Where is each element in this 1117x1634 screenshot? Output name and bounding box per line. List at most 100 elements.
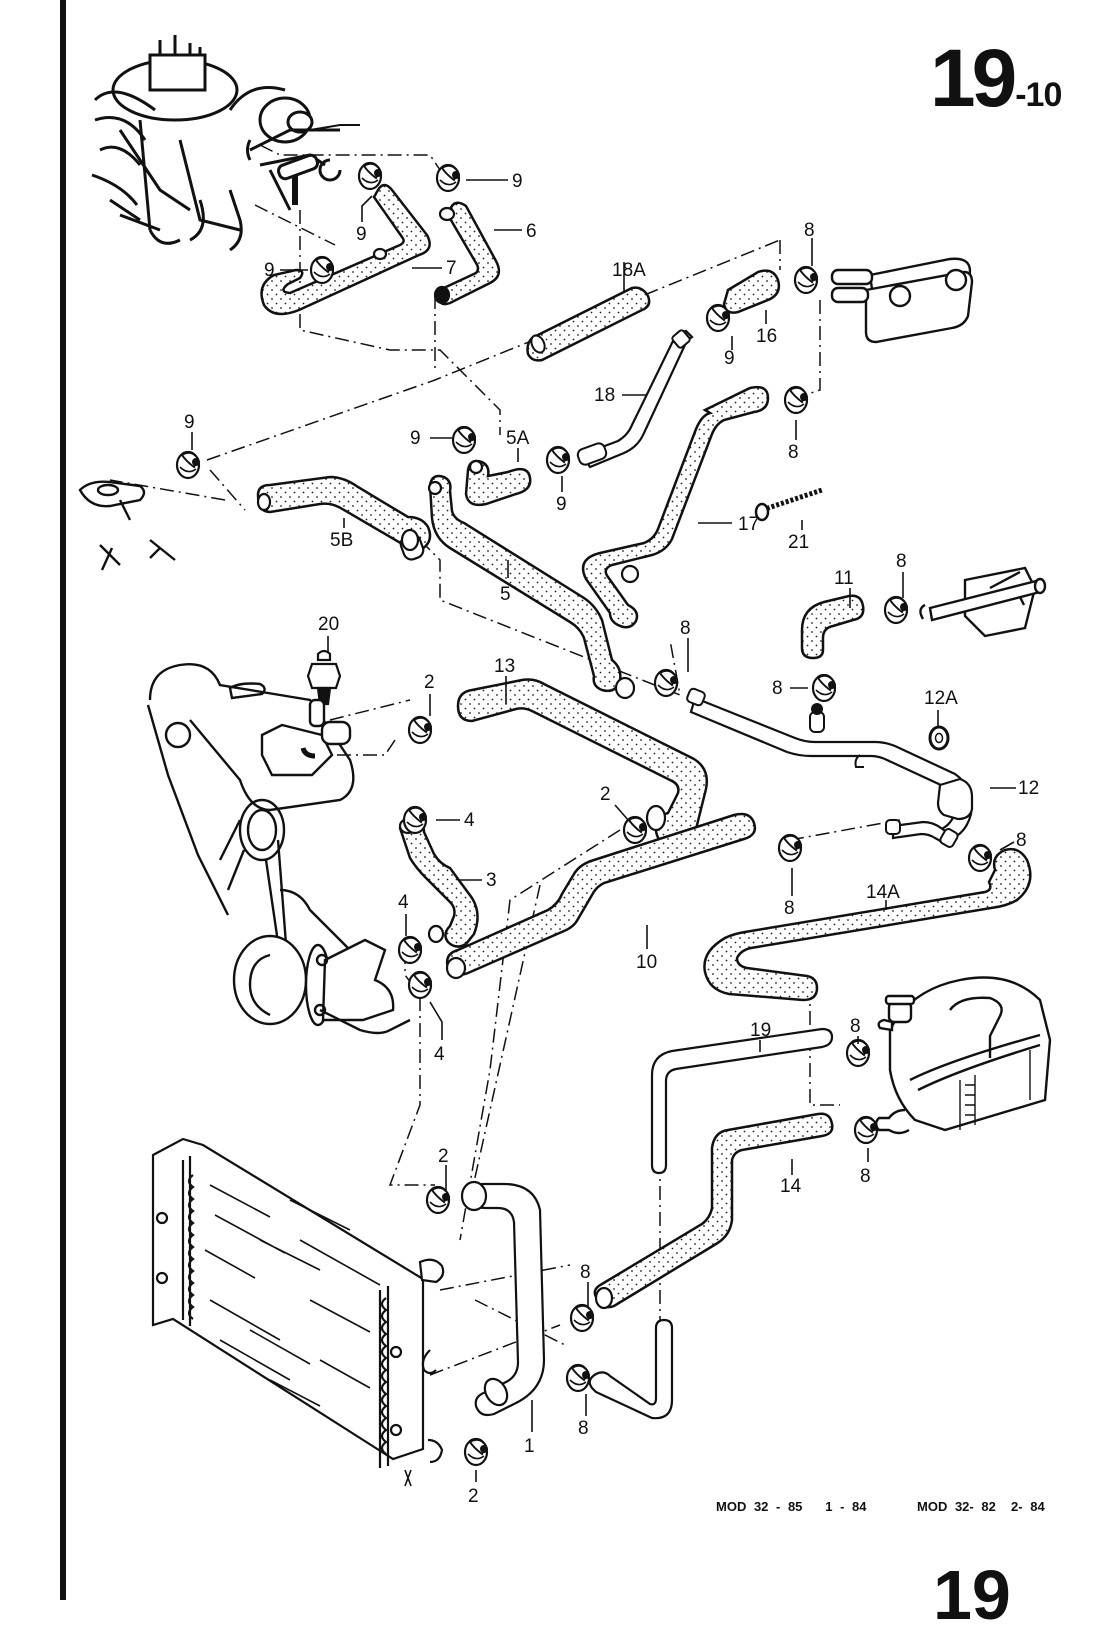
radiator [151,1137,445,1487]
callout-label: 14A [866,882,900,903]
clamp-icon [357,161,384,191]
hose-14 [593,1112,834,1309]
clamp-icon [175,450,202,480]
clamp-icon [793,265,820,295]
clamp-icon [653,668,680,698]
clamp-icon [309,255,336,285]
clamp-icon [407,715,434,745]
callout-label: 1 [524,1436,535,1457]
callout-label: 12A [924,688,958,709]
temperature-sender-20 [306,649,342,706]
hose-lower-bypass [588,1318,674,1420]
footer-date: 2- 84 [1011,1499,1045,1514]
callout-label: 8 [580,1262,591,1283]
cable-tie-21 [754,487,823,522]
callout-label: 8 [850,1016,861,1037]
pipe-18a [526,286,651,362]
clamp-icon [783,385,810,415]
callout-label: 9 [184,412,195,433]
parts-diagram-page: 19-10 [60,0,1062,1630]
next-page-number-fragment: 19 [933,1556,1011,1634]
callout-label: 8 [680,618,691,639]
callout-label: 4 [434,1044,445,1065]
clamp-icon [425,1185,452,1215]
hose-14a [703,847,1032,1002]
hose-7 [260,183,431,316]
pipe-12-branch [809,703,974,848]
callout-labels: 9 9 6 7 9 18A 8 16 9 18 8 9 9 5A 9 17 21… [184,171,1039,1507]
seal-ring-12a [928,725,950,751]
heater-core [830,257,974,344]
callout-label: 2 [438,1146,449,1167]
callout-label: 21 [788,532,809,553]
callout-label: 2 [424,672,435,693]
clamp-icon [463,1437,490,1467]
hose-19 [650,1027,834,1175]
callout-label: 8 [788,442,799,463]
clamp-icon [777,833,804,863]
routing-lines [109,144,901,1376]
callout-label: 4 [464,810,475,831]
callout-label: 13 [494,656,515,677]
callout-label: 6 [526,221,537,242]
clamp-icon [622,815,649,845]
clamp-icon [451,425,478,455]
callout-label: 11 [834,568,854,589]
hose-5a [464,459,532,507]
callout-label: 5B [330,530,353,551]
clamp-icon [967,843,994,873]
engine-block [146,663,411,1035]
clamp-icon [705,303,732,333]
callout-label: 9 [556,494,567,515]
clamp-icon [397,935,424,965]
hose-17 [581,385,770,629]
callout-label: 2 [468,1486,479,1507]
hose-5b [256,475,432,552]
heater-valve [919,566,1047,638]
section-number-main: 19 [930,33,1017,124]
callout-label: 8 [896,551,907,572]
callout-label: 16 [756,326,777,347]
callout-label: 10 [636,952,657,973]
section-number: 19-10 [930,38,1062,120]
clamp-icon [545,445,572,475]
hose-11 [800,594,865,660]
section-number-sub: -10 [1015,76,1062,114]
callout-label: 8 [772,678,783,699]
clamp-icon [883,595,910,625]
callout-label: 18 [594,385,615,406]
callout-label: 20 [318,614,339,635]
callout-label: 18A [612,260,646,281]
connector-stubs [256,206,667,1310]
clamp-icon [407,970,434,1000]
callout-label: 19 [750,1020,771,1041]
footer-model-ref: MOD 32- 82 2- 84 [917,1499,1045,1514]
hose-13 [456,678,708,847]
clamp-icon [569,1303,596,1333]
hose-5 [428,474,622,693]
footer-model: MOD 32 - 85 [716,1499,803,1514]
clamp-icon [565,1363,592,1393]
clamp-icon [853,1115,880,1145]
bracket-left [78,480,176,571]
callout-label: 9 [356,224,367,245]
clamp-icon [811,673,838,703]
callout-label: 8 [804,220,815,241]
footer-date: 1 - 84 [825,1499,867,1514]
carburettor-assembly [91,35,360,252]
hose-1 [466,1182,546,1417]
clamp-icon [435,163,462,193]
callout-label: 3 [486,870,497,891]
callout-label: 9 [410,428,421,449]
callout-label: 14 [780,1176,802,1197]
clamp-icon [402,805,429,835]
footer-model-ref: MOD 32 - 85 1 - 84 [716,1499,867,1514]
footer-model: MOD 32- 82 [917,1499,996,1514]
callout-label: 12 [1018,778,1039,799]
callout-label: 4 [398,892,409,913]
callout-label: 8 [578,1418,589,1439]
callout-label: 8 [784,898,795,919]
binding-edge [60,0,66,1600]
callout-label: 17 [738,514,759,535]
hose-10 [445,812,757,977]
